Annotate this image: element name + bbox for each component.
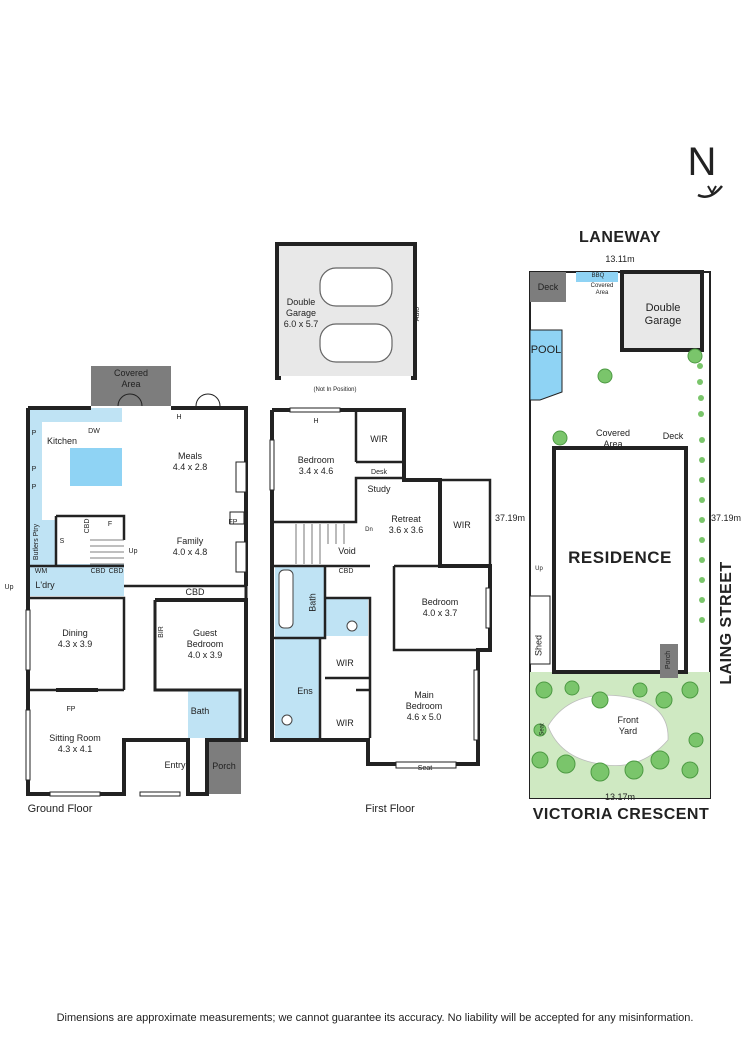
sitting-room-label: Sitting Room 4.3 x 4.1 (49, 733, 101, 754)
deck-top (530, 272, 566, 302)
main-bedroom-label: Main Bedroom 4.6 x 5.0 (405, 690, 443, 722)
wm-label: WM (34, 568, 48, 575)
site-garage (620, 270, 704, 352)
covered-area-top-label: Covered Area (590, 283, 614, 296)
dining-label: Dining 4.3 x 3.9 (57, 628, 93, 649)
bbq-label: BBQ (591, 273, 605, 279)
gf-bath (188, 690, 240, 738)
laundry-label: L'dry (35, 580, 55, 590)
hedge (697, 363, 705, 623)
site-up-label: Up (535, 566, 543, 572)
site-plan (529, 270, 711, 799)
shed (529, 595, 551, 665)
cbd-1-label: CBD (90, 568, 106, 575)
compass-north-letter: N (687, 140, 717, 184)
pool (529, 329, 563, 401)
porch-site (660, 644, 678, 678)
guest-bedroom-label: Guest Bedroom 4.0 x 3.9 (186, 628, 224, 660)
seat-site-label: Seat (539, 723, 546, 736)
porch-site-label: Porch (665, 650, 672, 670)
not-in-position-label: (Not In Position) (313, 387, 357, 393)
ground-floor-plan (25, 366, 248, 797)
kitchen-bench (28, 408, 42, 520)
bedroom-1-label: Bedroom 3.4 x 4.6 (297, 455, 335, 476)
covered-area-site-label: Covered Area (595, 428, 631, 449)
north-arrow-icon (697, 185, 723, 198)
front-yard-label: Front Yard (617, 715, 639, 736)
heater-ff-label: H (313, 418, 319, 425)
left-dimension: 37.19m (494, 513, 526, 523)
residence-outline (552, 446, 688, 674)
residence-label: RESIDENCE (568, 548, 672, 567)
top-dimension: 13.11m (605, 254, 635, 264)
study-label: Study (367, 484, 391, 494)
first-floor-plan (269, 242, 492, 769)
wir-4-label: WIR (336, 718, 354, 728)
double-garage-ff-label: Double Garage 6.0 x 5.7 (283, 297, 319, 329)
dn-label: Dn (365, 527, 373, 533)
up-stair-label: Up (128, 548, 138, 555)
heater-gf-label: H (176, 414, 182, 421)
dw-label: DW (88, 428, 100, 435)
pantry-p1-label: P (31, 430, 37, 437)
laneway-label: LANEWAY (578, 229, 662, 246)
porch-gf (207, 740, 241, 794)
ensuite-label: Ens (297, 686, 313, 696)
deck-site-label: Deck (662, 431, 684, 441)
gf-bath-label: Bath (190, 706, 210, 716)
disclaimer-text: Dimensions are approximate measurements;… (56, 1012, 694, 1024)
victoria-crescent-label: VICTORIA CRESCENT (532, 806, 710, 823)
wir-2-label: WIR (453, 520, 471, 530)
first-floor-caption: First Floor (365, 803, 415, 815)
laundry-area (28, 564, 124, 596)
retreat-label: Retreat 3.6 x 3.6 (388, 514, 424, 535)
s-label: S (59, 538, 65, 545)
shed-label: Shed (533, 634, 544, 657)
seat-ff-label: Seat (417, 765, 433, 772)
cbd-3-label: CBD (185, 587, 205, 597)
covered-area-gf (91, 366, 171, 406)
pantry-p3-label: P (31, 484, 37, 491)
site-garage-label: Double Garage (644, 302, 682, 327)
ground-floor-caption: Ground Floor (27, 803, 93, 815)
right-dimension: 37.19m (710, 513, 742, 523)
bedroom-2-label: Bedroom 4.0 x 3.7 (421, 597, 459, 618)
fridge-label: F (107, 521, 113, 528)
covered-area-gf-label: Covered Area (113, 368, 149, 389)
void-label: Void (338, 546, 356, 556)
up-laundry-label: Up (4, 584, 14, 591)
wir-3-label: WIR (336, 658, 354, 668)
cbd-ff-label: CBD (338, 568, 354, 575)
family-label: Family 4.0 x 4.8 (172, 536, 208, 557)
deck-top-label: Deck (537, 282, 559, 292)
fp-sitting-label: FP (66, 706, 76, 713)
entry-label: Entry (164, 760, 186, 770)
ff-bath-label: Bath (307, 593, 318, 612)
cbd-2-label: CBD (108, 568, 124, 575)
tree-icon (531, 348, 704, 782)
pantry-p2-label: P (31, 466, 37, 473)
bottom-dimension: 13.17m (604, 792, 636, 802)
fp-family-label: FP (228, 519, 238, 526)
auto-door-label: Auto (414, 306, 421, 322)
desk-label: Desk (371, 469, 387, 476)
laing-street-label: LAING STREET (718, 561, 735, 685)
car-icon (319, 267, 393, 363)
butlers-pantry-label: Butlers Ptry (33, 523, 40, 561)
wir-1-label: WIR (370, 434, 388, 444)
kitchen-label: Kitchen (46, 436, 78, 446)
pool-label: POOL (530, 344, 562, 356)
porch-gf-label: Porch (212, 761, 236, 771)
kitchen-island (70, 448, 122, 486)
cbd-pantry-label: CBD (84, 518, 91, 534)
meals-label: Meals 4.4 x 2.8 (172, 451, 208, 472)
bir-label: BIR (158, 626, 165, 638)
